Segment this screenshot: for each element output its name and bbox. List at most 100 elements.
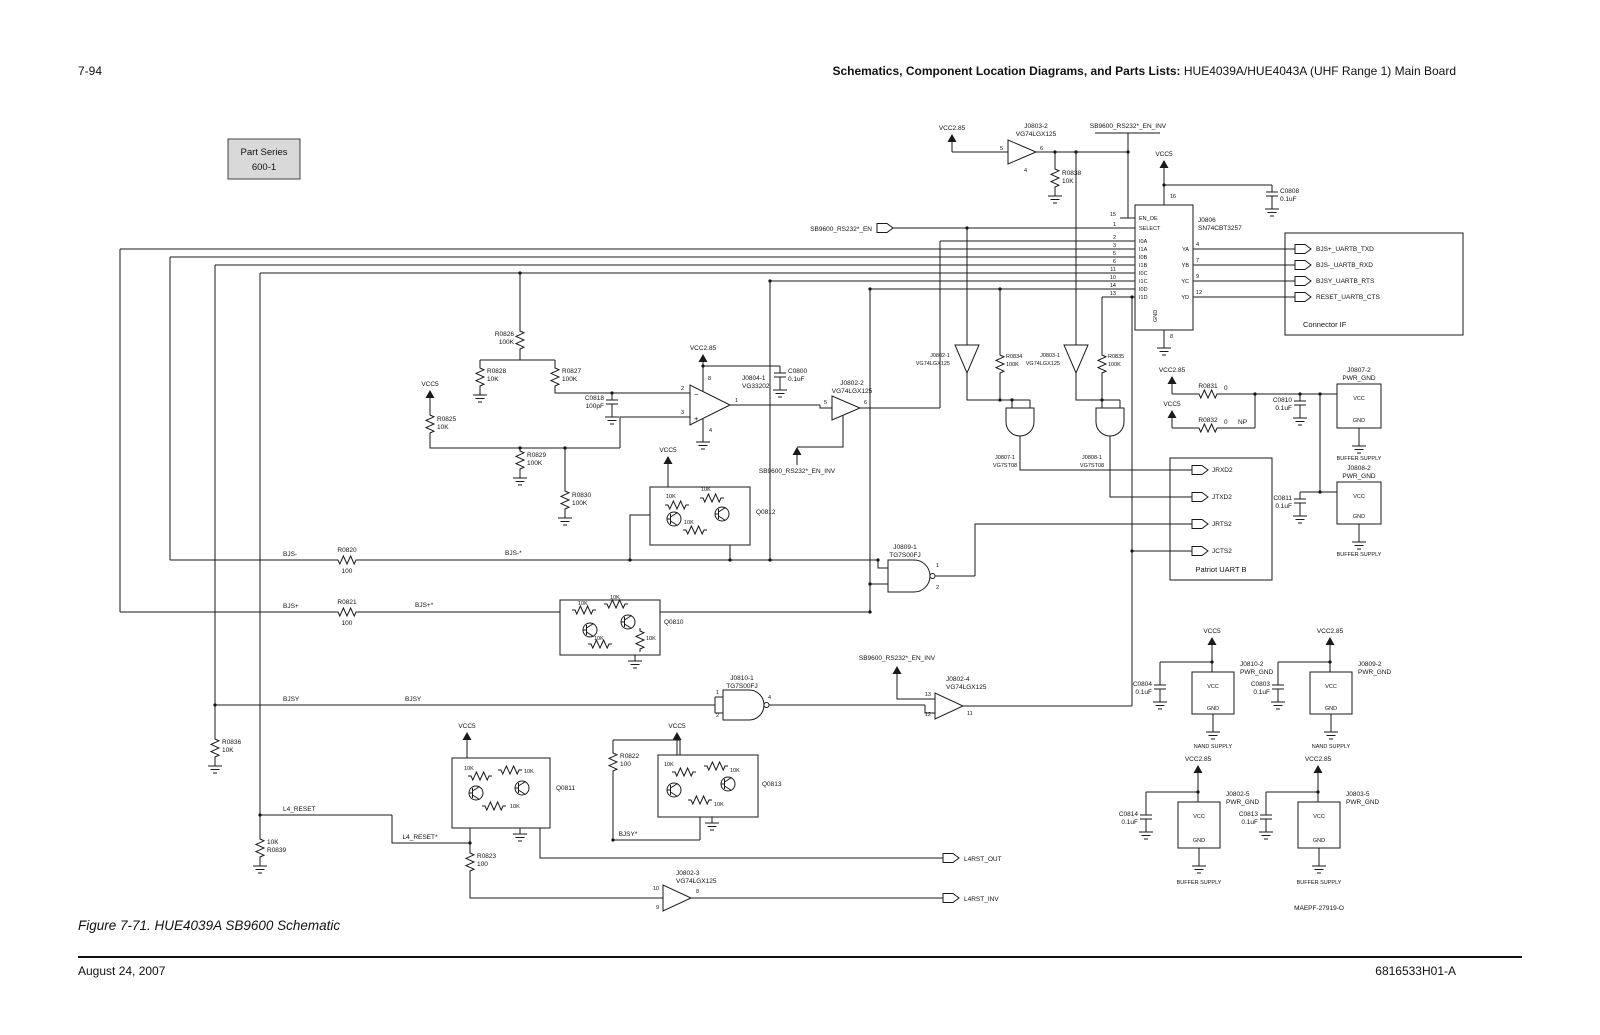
resistor-icon xyxy=(497,765,523,775)
junction-dots xyxy=(213,150,1332,845)
net-label-en-inv: SB9600_RS232*_EN_INV xyxy=(759,468,836,475)
value: 100pF xyxy=(586,403,604,410)
value-10k: 10K xyxy=(664,762,674,768)
gnd-label: GND xyxy=(1207,706,1219,712)
ground-icon xyxy=(512,471,528,486)
connector-pin-icon xyxy=(1294,260,1312,270)
resistor-icon xyxy=(334,607,360,617)
partnum: PWR_GND xyxy=(1240,669,1274,676)
ref: J0802-1 xyxy=(930,353,950,359)
ref: J0803-5 xyxy=(1346,791,1370,798)
and-gate-icon xyxy=(1095,407,1125,437)
buffer-j0802-2: J0802-2 VG74LGX125 5 6 xyxy=(824,380,873,421)
net-label-bjs-plus-star: BJS+* xyxy=(415,602,434,609)
resistor-icon xyxy=(664,500,690,510)
supply-j0802-5: J0802-5 PWR_GND VCC GND BUFFER SUPPLY xyxy=(1177,791,1260,886)
resistor-icon xyxy=(475,364,485,390)
ref: R0838 xyxy=(1062,170,1082,177)
pin: 4 xyxy=(709,428,712,434)
pin: 2 xyxy=(1113,235,1116,241)
value-10k: 10K xyxy=(578,601,588,607)
net-label-vcc5: VCC5 xyxy=(458,723,476,730)
partnum: PWR_GND xyxy=(1358,669,1392,676)
pin: 4 xyxy=(1196,242,1199,248)
ref: J0803-2 xyxy=(1024,123,1048,130)
ground-icon xyxy=(512,827,528,842)
buffer-j0803-2: J0803-2 VG74LGX125 5 6 4 xyxy=(1000,123,1057,174)
pin: 13 xyxy=(925,692,931,698)
vcc-label: VCC xyxy=(1353,396,1365,402)
partnum: SN74CBT3257 xyxy=(1198,225,1242,232)
connector-flag-icon xyxy=(942,853,960,863)
resistor-icon xyxy=(465,849,475,875)
pin: 12 xyxy=(925,712,931,718)
resistor-icon xyxy=(481,801,507,811)
vcc-arrow-icon xyxy=(1159,159,1169,179)
supply-j0807-2: J0807-2 PWR_GND VCC GND BUFFER SUPPLY xyxy=(1336,367,1382,462)
uart-outline xyxy=(1169,457,1273,581)
ref: J0804-1 xyxy=(742,375,766,382)
pin: 8 xyxy=(696,889,699,895)
ref: J0802-5 xyxy=(1226,791,1250,798)
wire-top-buffer-net xyxy=(893,132,1272,229)
partnum: PWR_GND xyxy=(1342,473,1376,480)
net-label-en-inv: SB9600_RS232*_EN_INV xyxy=(1090,123,1167,130)
supply-caption: BUFFER SUPPLY xyxy=(1337,456,1382,462)
pin: 12 xyxy=(1196,290,1202,296)
connector-pin-icon xyxy=(1294,292,1312,302)
transistor-icon xyxy=(714,506,730,522)
ground-icon xyxy=(1152,695,1168,710)
pin: 10 xyxy=(653,886,659,892)
signal-label: RESET_UARTB_CTS xyxy=(1316,294,1380,301)
vcc-arrow-icon xyxy=(1167,409,1177,429)
minus-input: − xyxy=(694,390,699,399)
ground-icon xyxy=(472,388,488,403)
net-label-vcc285: VCC2.85 xyxy=(1159,367,1186,374)
cluster-outline xyxy=(649,486,751,546)
pin-name: I1C xyxy=(1139,279,1148,285)
value-10k: 10K xyxy=(646,636,656,642)
pin: 16 xyxy=(1170,194,1176,200)
ref: Q0811 xyxy=(556,785,575,792)
buffer-j0802-1: J0802-1 VG74LGX125 xyxy=(916,344,980,375)
ref: R0832 xyxy=(1198,417,1218,424)
buffer-icon xyxy=(1063,344,1089,375)
pin-name: I0D xyxy=(1139,287,1148,293)
supply-j0808-2: J0808-2 PWR_GND VCC GND BUFFER SUPPLY xyxy=(1336,465,1382,558)
capacitor-icon xyxy=(1271,677,1285,697)
net-label-en-inv: SB9600_RS232*_EN_INV xyxy=(859,655,936,662)
net-label-en: SB9600_RS232*_EN xyxy=(810,226,872,233)
connector-flag-icon xyxy=(942,893,960,903)
signal-label: BJS+_UARTB_TXD xyxy=(1316,246,1374,253)
supply-caption: BUFFER SUPPLY xyxy=(1337,552,1382,558)
patriot-uart-block: JRXD2 JTXD2 JRTS2 JCTS2 Patriot UART B xyxy=(1169,457,1273,581)
pin: 1 xyxy=(735,398,738,404)
transistor-icon xyxy=(720,776,736,792)
ref: Q0812 xyxy=(756,509,776,516)
buffer-icon xyxy=(662,884,693,912)
value: 100K xyxy=(1108,362,1121,368)
value: 0 xyxy=(1224,419,1228,426)
value: 0.1uF xyxy=(788,376,805,383)
pin-name: YC xyxy=(1181,279,1189,285)
pin: 4 xyxy=(1024,168,1027,174)
value: 0.1uF xyxy=(1275,503,1292,510)
nand-gate-icon xyxy=(722,689,765,721)
buffer-icon xyxy=(934,692,965,720)
wire-bjs-rows xyxy=(120,297,1192,736)
gnd-label: GND xyxy=(1153,310,1159,322)
net-label-bjsy-star: BJSY* xyxy=(619,831,638,838)
net-label-vcc5: VCC5 xyxy=(659,447,677,454)
resistor-icon xyxy=(682,525,708,535)
net-label-l4rst-out: L4RST_OUT xyxy=(964,856,1002,863)
gnd-label: GND xyxy=(1313,838,1325,844)
transistor-icon xyxy=(666,511,682,527)
vcc-label: VCC xyxy=(1207,684,1219,690)
value: 0.1uF xyxy=(1275,405,1292,412)
